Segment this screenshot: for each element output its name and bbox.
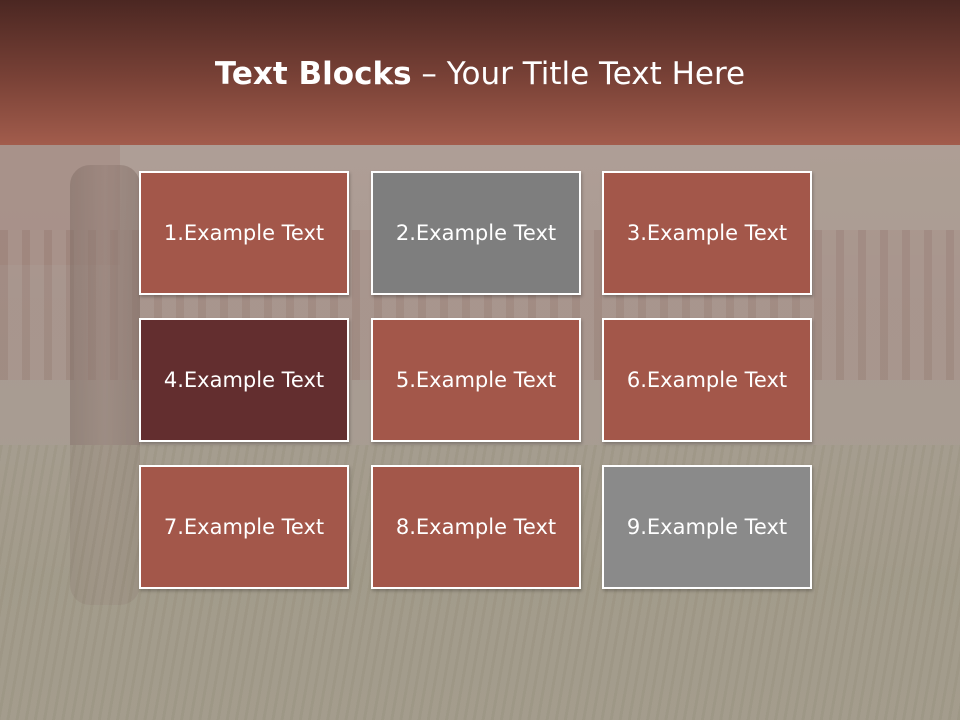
text-block-label: 9.Example Text [626,515,788,539]
text-block-6[interactable]: 6.Example Text [602,318,812,442]
text-block-5[interactable]: 5.Example Text [371,318,581,442]
text-block-label: 5.Example Text [395,368,557,392]
text-block-label: 8.Example Text [395,515,557,539]
text-block-2[interactable]: 2.Example Text [371,171,581,295]
title-rest: – Your Title Text Here [411,56,746,92]
text-block-label: 7.Example Text [163,515,325,539]
text-block-3[interactable]: 3.Example Text [602,171,812,295]
text-block-label: 4.Example Text [163,368,325,392]
text-block-label: 3.Example Text [626,221,788,245]
text-block-4[interactable]: 4.Example Text [139,318,349,442]
slide-title: Text Blocks – Your Title Text Here [0,52,960,96]
title-banner: Text Blocks – Your Title Text Here [0,0,960,145]
text-block-label: 1.Example Text [163,221,325,245]
text-block-8[interactable]: 8.Example Text [371,465,581,589]
text-block-9[interactable]: 9.Example Text [602,465,812,589]
text-block-7[interactable]: 7.Example Text [139,465,349,589]
title-bold: Text Blocks [214,56,412,92]
text-block-label: 2.Example Text [395,221,557,245]
text-block-label: 6.Example Text [626,368,788,392]
text-block-1[interactable]: 1.Example Text [139,171,349,295]
